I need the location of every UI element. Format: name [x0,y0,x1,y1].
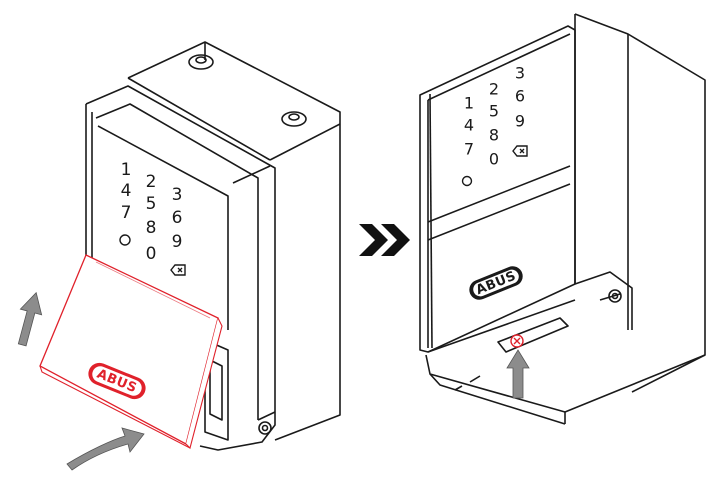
keypad-key-9: 9 [172,232,183,252]
circle-icon [461,175,473,187]
keypad-key-4: 4 [121,181,132,201]
keypad-key-5: 5 [146,194,157,214]
keypad-key-3: 3 [515,64,525,83]
keypad-key-1: 1 [121,160,132,180]
backspace-icon [512,145,528,157]
right-device [419,13,706,425]
keypad-key-4: 4 [464,116,474,135]
arrow-up-icon [506,349,530,399]
circle-icon [119,234,131,246]
backspace-icon [170,264,186,276]
arrow-up-icon [17,291,43,347]
keypad-key-2: 2 [146,172,157,192]
keypad-key-6: 6 [172,208,183,228]
keypad-key-6: 6 [515,87,525,106]
keypad-key-8: 8 [146,218,157,238]
keypad-key-2: 2 [489,80,499,99]
curved-arrow-icon [66,427,145,471]
double-chevron-right-icon [359,224,410,256]
hinge-screw [258,421,272,435]
keypad-key-7: 7 [121,203,132,223]
keypad-key-9: 9 [515,112,525,131]
keypad-key-3: 3 [172,185,183,205]
hinge-screw [608,289,622,303]
keypad-key-8: 8 [489,126,499,145]
keypad-key-0: 0 [146,244,157,264]
keypad-key-7: 7 [464,140,474,159]
brand-logo: ABUS [469,266,523,300]
keypad-key-0: 0 [489,150,499,169]
screw-hole [188,54,214,70]
keypad-key-5: 5 [489,102,499,121]
cover-plate [39,254,223,450]
keypad-key-1: 1 [464,94,474,113]
cross-circle-icon [510,334,524,348]
screw-hole [281,111,307,127]
